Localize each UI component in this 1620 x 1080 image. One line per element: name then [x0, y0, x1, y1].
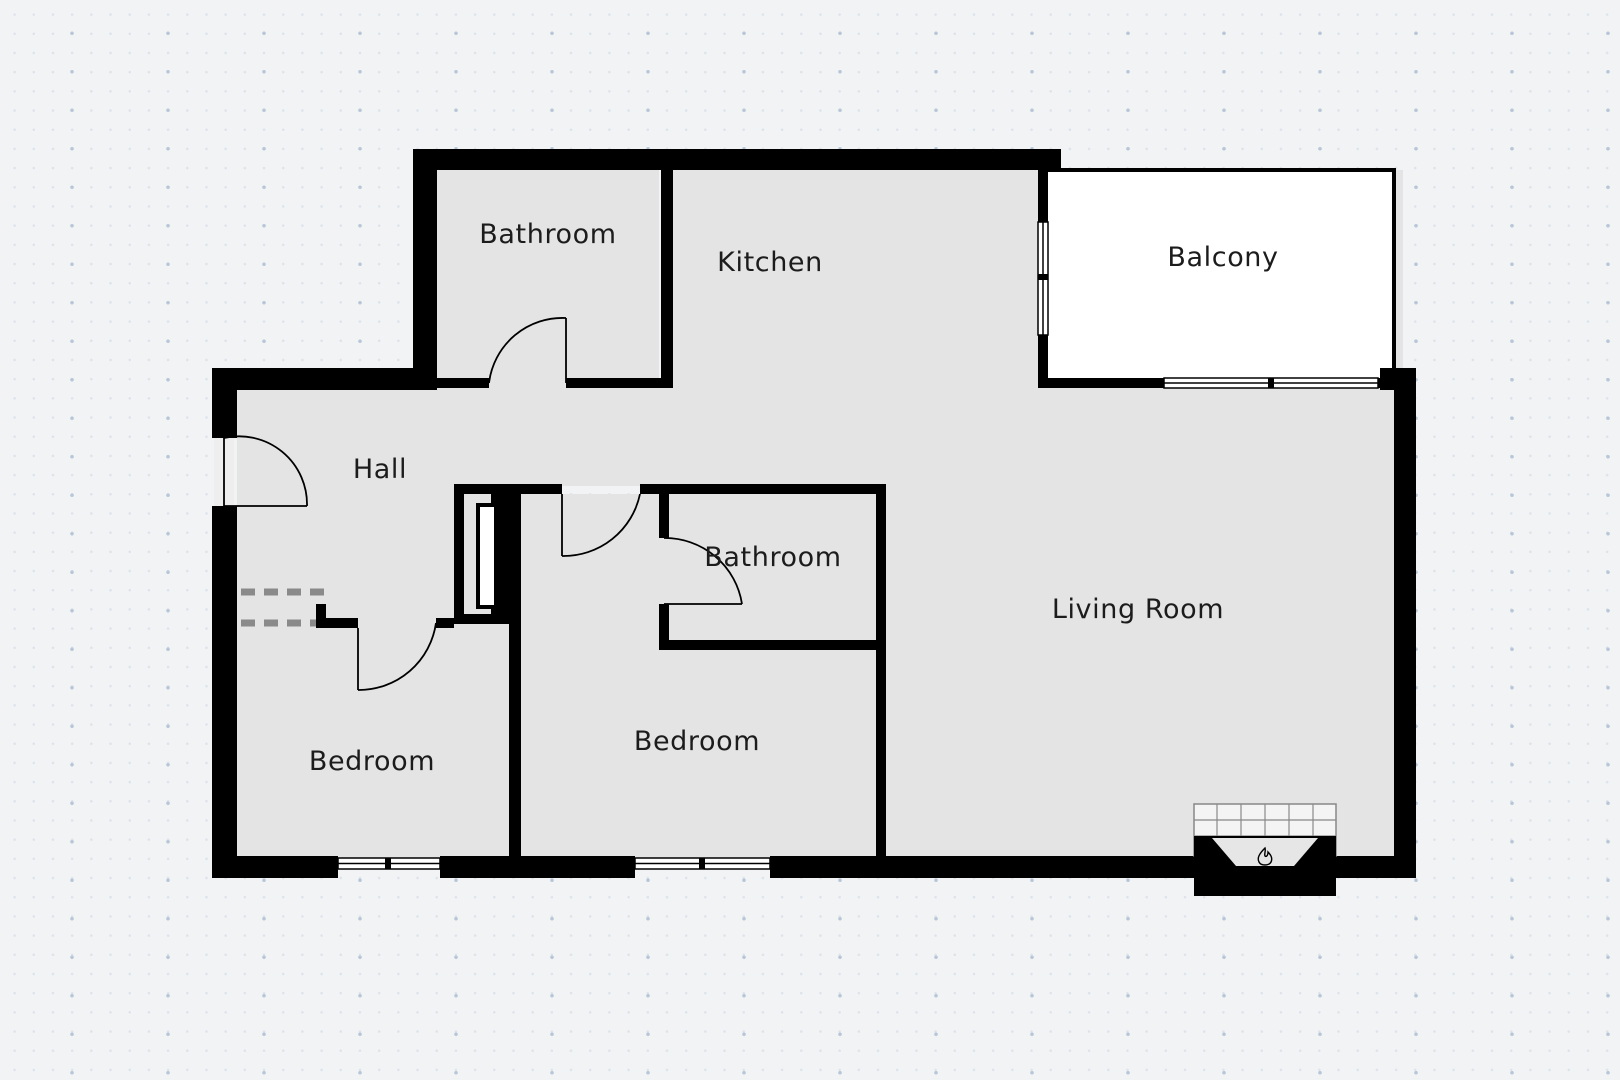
balcony-outline-right	[1392, 168, 1396, 378]
balcony-outline-top	[1048, 168, 1394, 172]
label-bathroom-middle: Bathroom	[704, 542, 841, 573]
floor-bedroom-left	[237, 624, 509, 858]
wall-upper-left	[413, 149, 437, 388]
wall-bathroom-top-bottom-left	[437, 378, 489, 388]
door-bedroom-center	[561, 493, 641, 557]
door-bedroom-left	[357, 622, 437, 691]
floor-balcony	[1048, 170, 1394, 378]
label-kitchen: Kitchen	[717, 247, 823, 278]
wall-bedroom-center-left	[509, 484, 521, 858]
window-bedroom-left	[337, 857, 441, 870]
wall-bath-mid-bottom	[659, 640, 876, 650]
walls	[212, 149, 1416, 878]
wall-bathroom-top-right	[661, 170, 673, 388]
wall-bath-mid-top	[640, 484, 886, 494]
label-bedroom-center: Bedroom	[634, 726, 760, 757]
wall-bath-mid-right	[876, 484, 886, 858]
wall-hall-bedroom-left	[316, 618, 358, 628]
wall-balcony-bottom-right	[1378, 378, 1394, 388]
wall-outer-left-upper	[212, 368, 237, 438]
wall-outer-left-lower	[212, 506, 237, 878]
wall-bathroom-top-bottom-right	[566, 378, 673, 388]
room-labels: Bathroom Kitchen Balcony Hall Bathroom L…	[309, 219, 1278, 777]
window-balcony-side	[1037, 221, 1049, 336]
floor-bathroom-top	[437, 170, 659, 388]
wall-bath-mid-left-upper	[659, 494, 669, 538]
label-balcony: Balcony	[1167, 242, 1278, 273]
wall-balcony-bottom-left	[1038, 378, 1164, 388]
window-bedroom-center	[634, 857, 771, 870]
label-living-room: Living Room	[1052, 594, 1224, 625]
doors	[223, 317, 743, 691]
closet-interior	[480, 507, 494, 605]
wall-balcony-left-upper	[1038, 170, 1048, 222]
closet-sliding-door	[241, 588, 326, 627]
wall-hall-top-left	[212, 368, 437, 390]
closet-door-post	[316, 604, 326, 618]
label-hall: Hall	[353, 454, 407, 485]
wall-hall-lower-top	[454, 484, 562, 494]
door-bathroom-middle	[663, 537, 743, 605]
flame-icon	[1257, 846, 1273, 866]
wall-bottom-3	[770, 856, 1194, 878]
wall-outer-right	[1394, 368, 1416, 878]
door-bathroom-top	[488, 317, 567, 384]
wall-balcony-left-lower	[1038, 335, 1048, 388]
wall-closet-left	[454, 484, 464, 624]
wall-bottom-1	[212, 856, 338, 878]
wall-closet-bottom	[454, 614, 509, 624]
window-balcony-bottom	[1163, 377, 1379, 389]
floor-hall	[237, 388, 673, 486]
wall-top	[413, 149, 1061, 170]
wall-bottom-2	[440, 856, 635, 878]
wall-hall-bedroom-right	[436, 618, 454, 628]
door-entrance	[223, 435, 308, 507]
label-bedroom-left: Bedroom	[309, 746, 435, 777]
wall-bath-mid-left-lower	[659, 604, 669, 648]
label-bathroom-top: Bathroom	[479, 219, 616, 250]
fireplace-icon	[1193, 803, 1337, 896]
